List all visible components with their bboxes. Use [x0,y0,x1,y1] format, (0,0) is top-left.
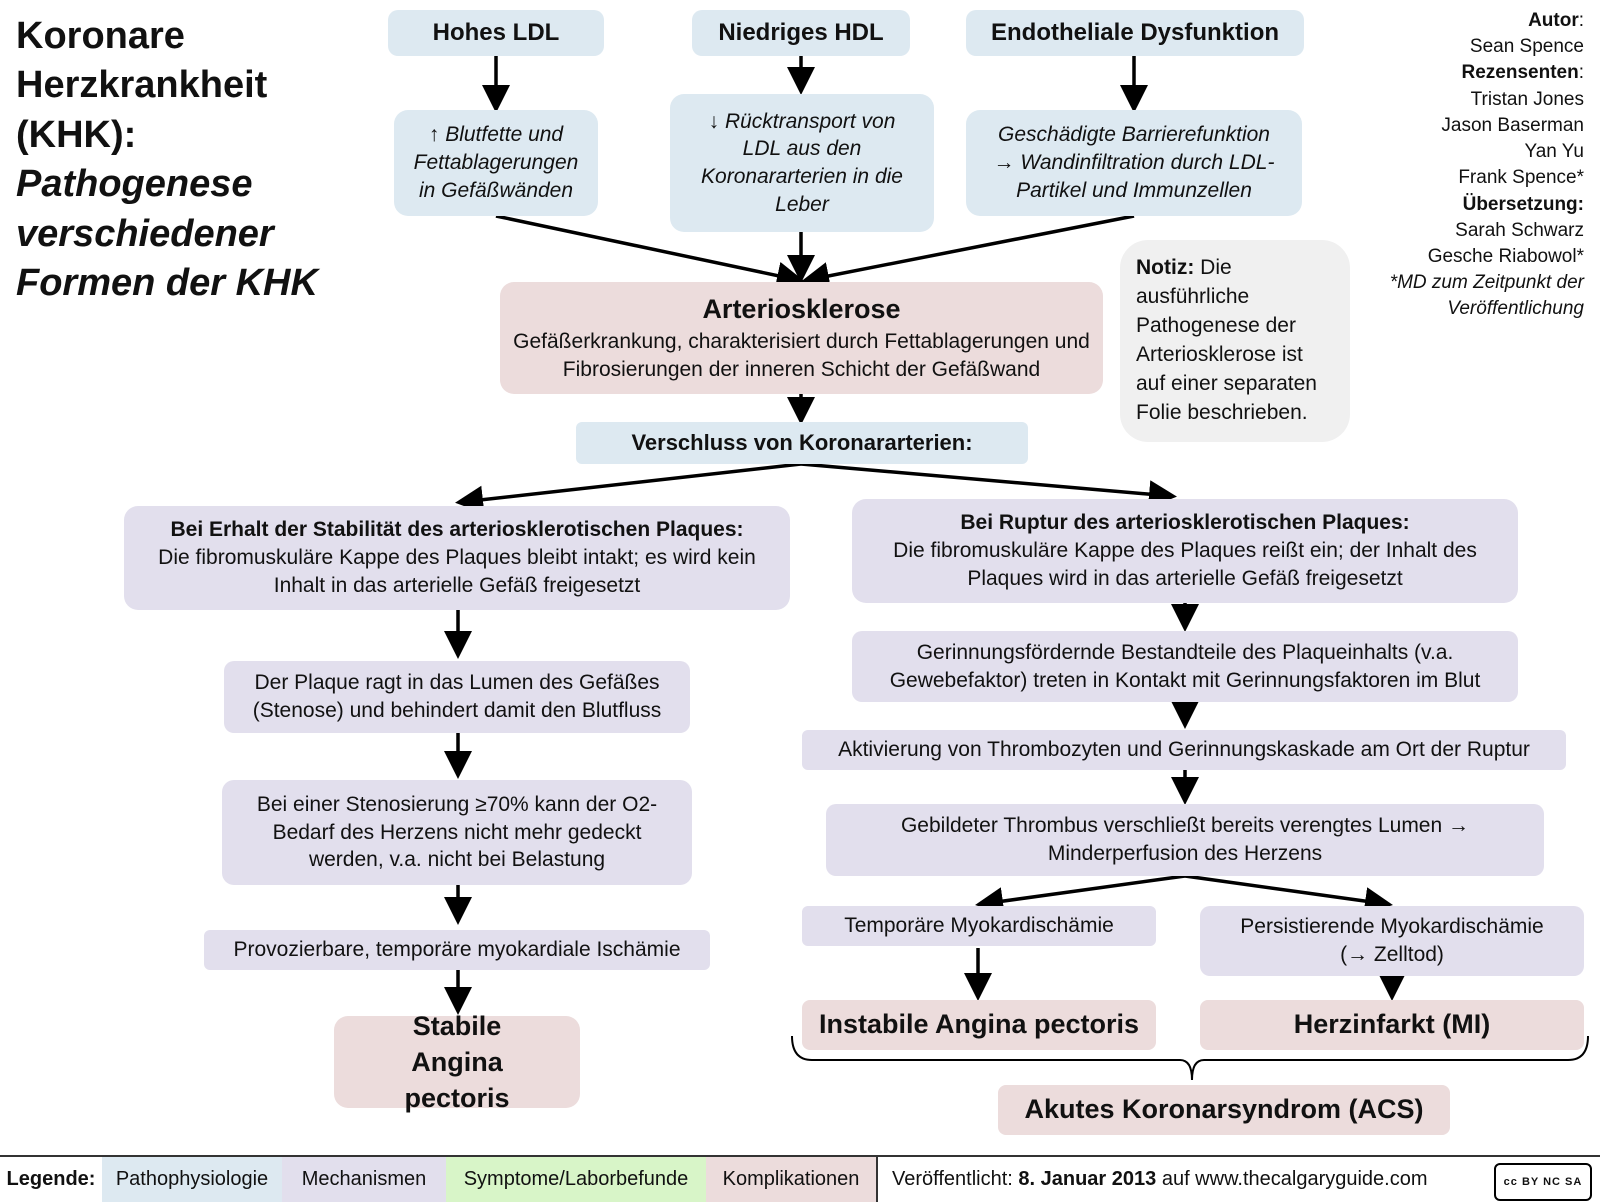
arrow [801,214,1135,290]
translator-name: Gesche Riabowol* [1427,245,1584,267]
title-line-1: Koronare [16,15,185,57]
cause-high-ldl: Hohes LDL [388,10,604,56]
atherosclerosis-box: Arteriosklerose Gefäßerkrankung, charakt… [500,282,1103,394]
author-label: Autor [1528,10,1579,31]
author-name: Sean Spence [1469,36,1584,58]
title-line-2: Herzkrankheit [16,64,268,107]
note-box: Notiz: Die ausführliche Pathogenese der … [1120,240,1350,442]
legend-complications: Komplikationen [706,1157,876,1202]
reviewer-name: Jason Baserman [1441,114,1584,136]
stenosis-step: Der Plaque ragt in das Lumen des Gefäßes… [224,661,690,733]
acs-brace [791,1035,1589,1081]
effect-low-hdl: ↓ Rücktransport von LDL aus den Koronara… [670,94,934,232]
temporary-ischemia-branch: Temporäre Myokardischämie [802,906,1156,946]
title-line-3: (KHK): [16,113,137,156]
coronary-occlusion: Verschluss von Koronararterien: [576,422,1028,464]
published-prefix: Veröffentlicht: [892,1168,1019,1190]
effect-high-ldl: ↑ Blutfette und Fettablagerungen in Gefä… [394,110,598,216]
credits-footnote: *MD zum Zeitpunkt der Veröffentlichung [1389,272,1584,320]
coagulation-contact-step: Gerinnungsfördernde Bestandteile des Pla… [852,631,1518,702]
atherosclerosis-text: Gefäßerkrankung, charakterisiert durch F… [513,330,1090,381]
note-text: Die ausführliche Pathogenese der Arterio… [1136,256,1317,424]
rupture-plaque-text: Die fibromuskuläre Kappe des Plaques rei… [893,539,1477,590]
myocardial-infarction-outcome: Herzinfarkt (MI) [1200,1000,1584,1050]
legend-symptoms: Symptome/Laborbefunde [446,1157,706,1202]
unstable-angina-outcome: Instabile Angina pectoris [802,1000,1156,1050]
page-title: Koronare Herzkrankheit (KHK): Pathogenes… [16,12,396,308]
cause-low-hdl: Niedriges HDL [692,10,910,56]
legend-bar: Legende: Pathophysiologie Mechanismen Sy… [0,1155,1600,1202]
rupture-plaque-header: Bei Ruptur des arteriosklerotischen Plaq… [960,511,1410,535]
persistent-ischemia-branch: Persistierende Myokardischämie (→ Zellto… [1200,906,1584,976]
rupture-plaque-box: Bei Ruptur des arteriosklerotischen Plaq… [852,499,1518,603]
reviewer-name: Yan Yu [1524,141,1584,163]
temporary-ischemia-step: Provozierbare, temporäre myokardiale Isc… [204,930,710,970]
published-suffix: auf www.thecalgaryguide.com [1156,1168,1428,1190]
thrombus-step: Gebildeter Thrombus verschließt bereits … [826,804,1544,876]
note-label: Notiz: [1136,256,1195,280]
stable-plaque-text: Die fibromuskuläre Kappe des Plaques ble… [158,546,756,597]
arrow [800,462,1177,509]
license-badge-icon: cc BY NC SA [1494,1163,1592,1201]
reviewer-name: Frank Spence* [1458,167,1584,189]
stable-plaque-box: Bei Erhalt der Stabilität des arterioskl… [124,506,790,610]
stable-angina-outcome: Stabile Angina pectoris [334,1011,580,1113]
stable-plaque-header: Bei Erhalt der Stabilität des arterioskl… [170,518,744,542]
acs-outcome: Akutes Koronarsyndrom (ACS) [998,1085,1450,1135]
reviewers-label: Rezensenten [1461,62,1579,84]
credits: Autor: Sean Spence Rezensenten: Tristan … [1284,8,1584,323]
atherosclerosis-title: Arteriosklerose [702,294,901,325]
arrow [1184,874,1393,915]
effect-endothelial-dysfunction: Geschädigte Barrierefunktion → Wandinfil… [966,110,1302,216]
arrow [455,462,802,514]
platelet-activation-step: Aktivierung von Thrombozyten und Gerinnu… [802,730,1566,770]
page-subtitle: Pathogenese verschiedener Formen der KHK [16,163,318,304]
legend-mechanisms: Mechanismen [282,1157,446,1202]
publication-info: Veröffentlicht: 8. Januar 2013 auf www.t… [892,1157,1452,1202]
legend-divider [876,1157,878,1202]
translation-label: Übersetzung: [1462,193,1584,215]
reviewer-name: Tristan Jones [1470,88,1584,110]
oxygen-demand-step: Bei einer Stenosierung ≥70% kann der O2-… [222,780,692,885]
legend-pathophysiology: Pathophysiologie [102,1157,282,1202]
arrow [975,874,1186,915]
legend-label: Legende: [6,1168,96,1190]
translator-name: Sarah Schwarz [1455,219,1584,241]
published-date: 8. Januar 2013 [1018,1168,1157,1190]
arrow [495,214,805,290]
cause-endothelial-dysfunction: Endotheliale Dysfunktion [966,10,1304,56]
